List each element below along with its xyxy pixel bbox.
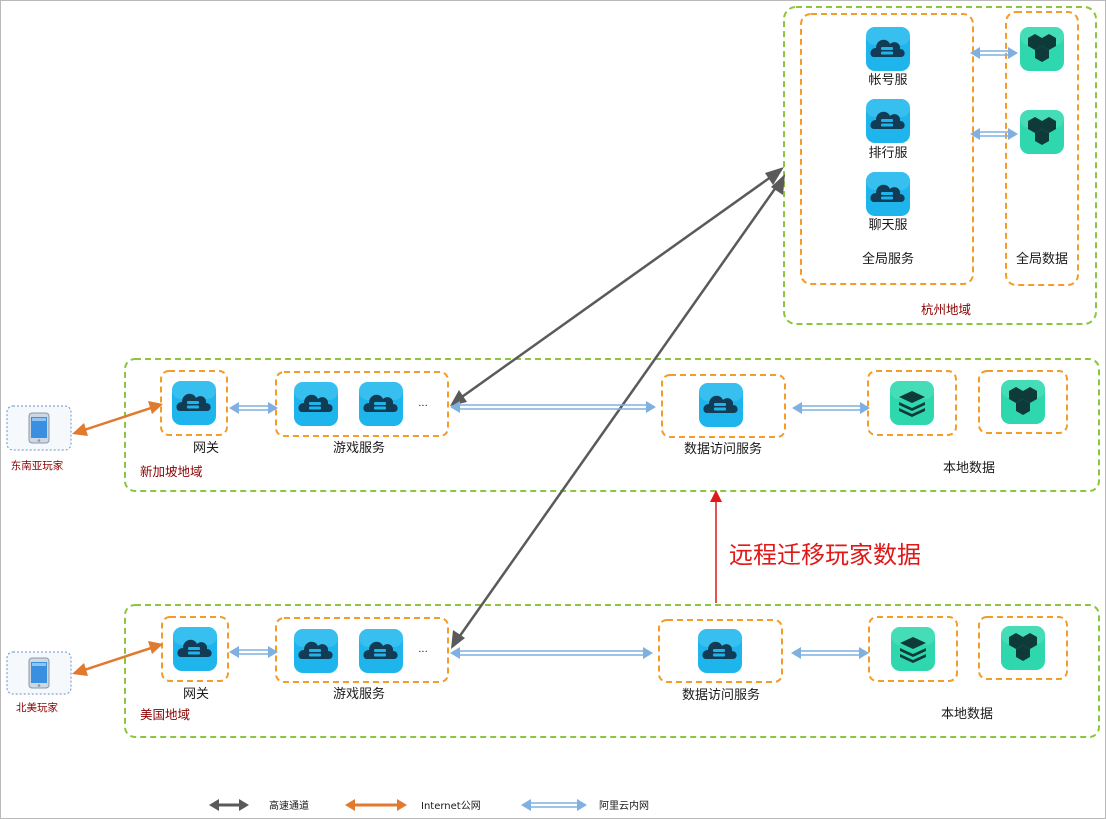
us-game-group xyxy=(275,617,449,683)
us-dal-group xyxy=(658,619,783,683)
sg-dal-group xyxy=(661,374,786,438)
legend: 高速通道 Internet公网 阿里云内网 xyxy=(207,797,649,813)
sg-gateway-label: 网关 xyxy=(193,441,219,456)
chat-server-icon xyxy=(866,172,910,216)
us-local-store-group xyxy=(978,616,1068,680)
sea-player-label: 东南亚玩家 xyxy=(11,459,64,472)
us-game-ellipsis: ... xyxy=(418,644,428,655)
legend-internet-label: Internet公网 xyxy=(421,800,481,812)
singapore-region-label: 新加坡地域 xyxy=(140,464,203,479)
intranet-link-ranking-data xyxy=(970,128,1018,140)
sg-local-db-group xyxy=(867,370,957,436)
internet-link-sea xyxy=(72,401,163,436)
us-gateway-label: 网关 xyxy=(183,687,209,702)
intranet-link-us-gateway-game xyxy=(229,646,278,658)
migration-arrow xyxy=(710,490,722,603)
legend-intranet-arrow xyxy=(521,799,587,811)
usa-region xyxy=(124,604,1100,738)
hangzhou-region xyxy=(783,6,1097,325)
intranet-links xyxy=(229,47,1018,659)
us-dal-icon xyxy=(698,629,742,673)
us-dal-label: 数据访问服务 xyxy=(682,687,760,703)
intranet-link-account-data xyxy=(970,47,1018,59)
ranking-server-icon xyxy=(866,99,910,143)
sg-game-ellipsis: ... xyxy=(418,398,428,409)
legend-highspeed-label: 高速通道 xyxy=(269,799,309,812)
us-game-server-icon-1 xyxy=(294,629,338,673)
us-local-data-label: 本地数据 xyxy=(941,707,993,722)
internet-link-na xyxy=(72,641,163,676)
account-server-icon xyxy=(866,27,910,71)
global-services-label: 全局服务 xyxy=(862,251,914,267)
highspeed-link-sg-hangzhou xyxy=(450,167,784,406)
sg-local-db-icon xyxy=(890,381,934,425)
legend-intranet-label: 阿里云内网 xyxy=(599,799,649,812)
sg-gateway-group xyxy=(160,370,228,436)
legend-intranet-icon xyxy=(521,799,587,811)
sg-dal-icon xyxy=(699,383,743,427)
global-services-group xyxy=(800,13,974,285)
global-data-group xyxy=(1005,11,1079,286)
singapore-region xyxy=(124,358,1100,492)
highspeed-link-us-hangzhou xyxy=(451,174,785,649)
sg-dal-label: 数据访问服务 xyxy=(684,441,762,457)
global-data-icon-1 xyxy=(1020,27,1064,71)
chat-server-label: 聊天服 xyxy=(868,218,907,233)
account-server-label: 帐号服 xyxy=(868,73,907,88)
ranking-server-label: 排行服 xyxy=(868,146,907,161)
sg-local-store-group xyxy=(978,370,1068,434)
us-local-db-icon xyxy=(891,627,935,671)
na-player-phone-icon xyxy=(28,657,50,689)
intranet-link-sg-gateway-game xyxy=(229,402,278,414)
na-player-label: 北美玩家 xyxy=(16,701,58,714)
global-data-label: 全局数据 xyxy=(1016,251,1068,267)
intranet-link-sg-dal-db xyxy=(792,402,870,414)
us-gateway-group xyxy=(161,616,229,682)
hangzhou-region-label: 杭州地域 xyxy=(921,302,971,317)
usa-region-label: 美国地域 xyxy=(140,707,190,722)
us-game-server-icon-2 xyxy=(359,629,403,673)
sg-game-label: 游戏服务 xyxy=(333,440,385,456)
sg-local-data-label: 本地数据 xyxy=(943,461,995,476)
us-game-label: 游戏服务 xyxy=(333,686,385,702)
global-data-icon-2 xyxy=(1020,110,1064,154)
intranet-link-us-game-dal xyxy=(450,647,653,659)
legend-internet-icon xyxy=(345,799,407,811)
us-local-store-icon xyxy=(1001,626,1045,670)
legend-highspeed-icon xyxy=(207,797,251,813)
sg-gateway-icon xyxy=(172,381,216,425)
sg-game-server-icon-1 xyxy=(294,382,338,426)
sg-game-server-icon-2 xyxy=(359,382,403,426)
sea-player-phone-icon xyxy=(28,412,50,444)
intranet-link-us-dal-db xyxy=(791,647,869,659)
sg-local-store-icon xyxy=(1001,380,1045,424)
us-local-db-group xyxy=(868,616,958,682)
intranet-link-sg-game-dal xyxy=(450,401,656,413)
us-gateway-icon xyxy=(173,627,217,671)
sg-game-group xyxy=(275,371,449,437)
migration-label: 远程迁移玩家数据 xyxy=(729,541,921,569)
